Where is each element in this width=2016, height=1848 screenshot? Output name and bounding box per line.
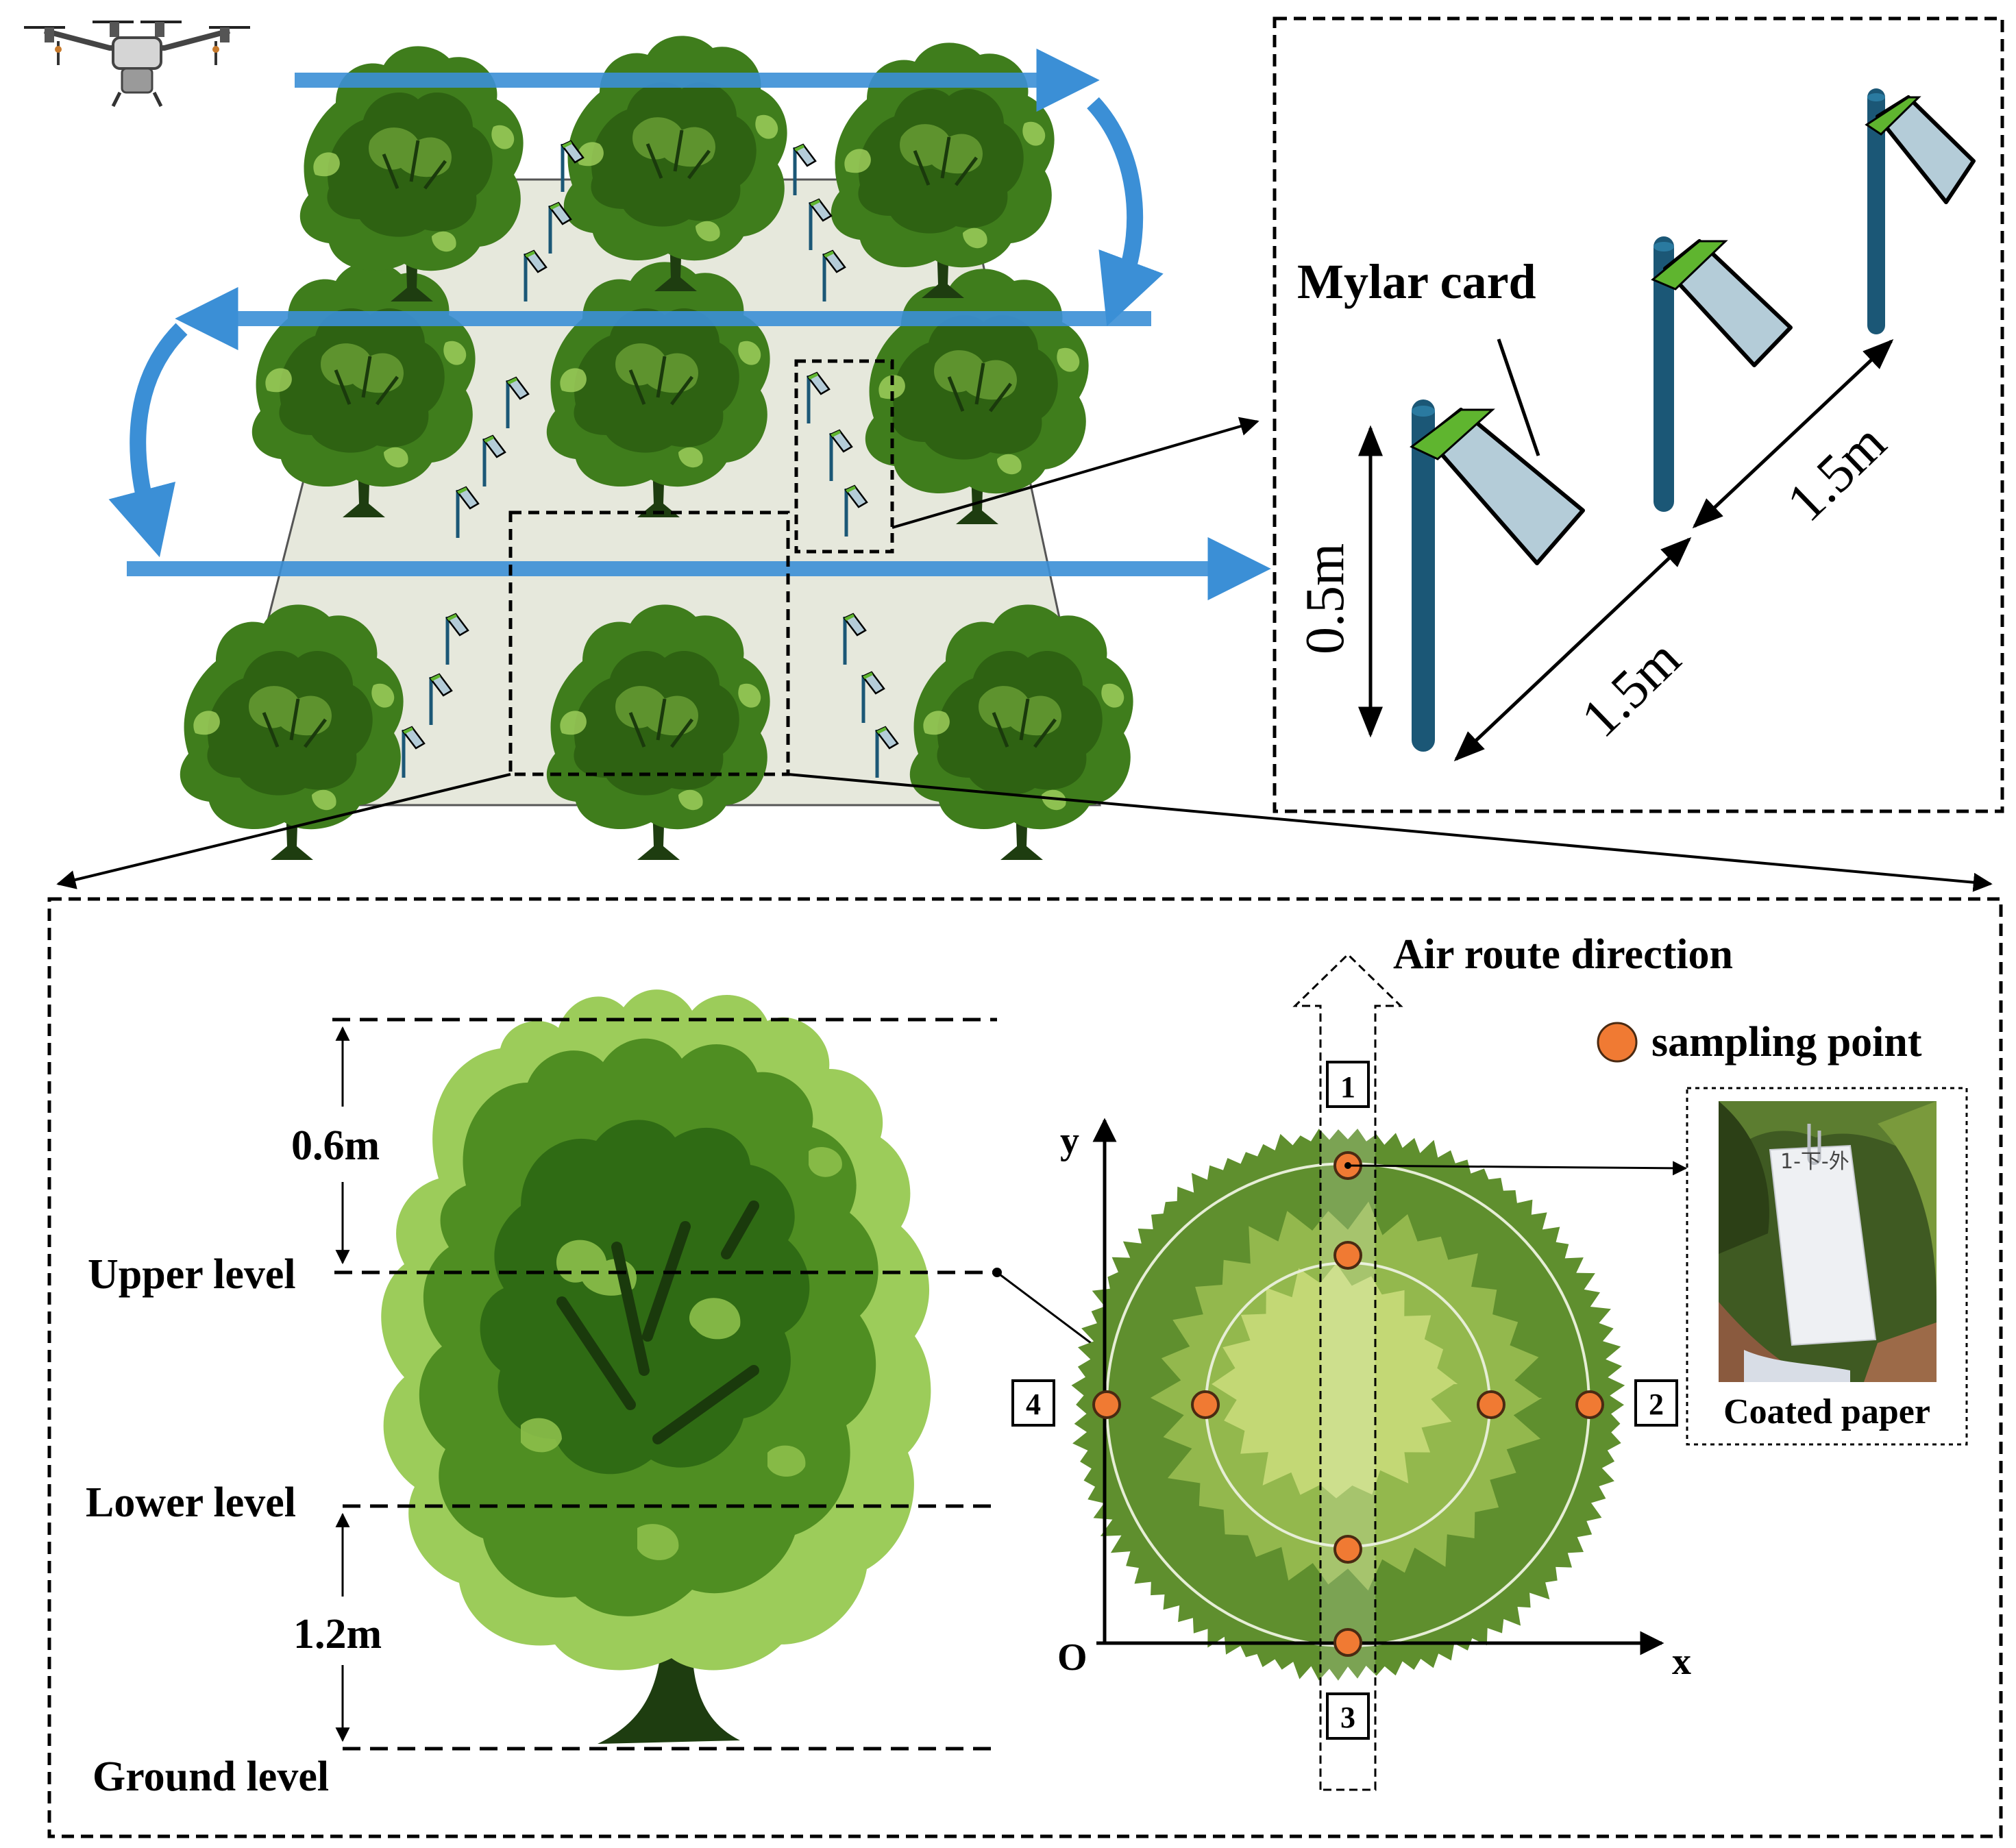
svg-text:2: 2	[1649, 1388, 1664, 1421]
sampling-point	[1191, 1390, 1220, 1419]
flight-route	[108, 48, 1271, 601]
tree-icon	[381, 989, 931, 1744]
sampling-points	[1092, 1151, 1604, 1657]
detail-panel: 0.6m 1.2m Upper level Lower level Ground…	[47, 897, 2003, 1838]
sampling-point	[1333, 1241, 1362, 1270]
coated-paper-inset: 1-下-外 Coated paper	[1686, 1087, 1968, 1446]
drone-icon	[24, 21, 250, 108]
lower-level-label: Lower level	[86, 1479, 296, 1526]
spacing-arrow-back	[1692, 338, 1894, 529]
zoom-box-collectors	[794, 359, 894, 554]
mylar-collector-front	[1410, 399, 1585, 752]
zoom-box-tree	[508, 510, 790, 776]
legend-sampling-point-icon	[1597, 1022, 1638, 1063]
ground-level-label: Ground level	[93, 1753, 329, 1800]
coated-paper-label: Coated paper	[1723, 1392, 1930, 1431]
upper-gap-label: 0.6m	[291, 1122, 380, 1169]
coated-paper-photo: 1-下-外	[1719, 1101, 1937, 1382]
height-label: 0.5m	[1295, 543, 1355, 654]
spacing-label-front: 1.5m	[1570, 628, 1692, 749]
position-marker-1: 1	[1326, 1061, 1370, 1108]
sampling-point	[1575, 1390, 1604, 1419]
coated-paper-pointer	[1347, 1161, 1688, 1176]
upper-level-label: Upper level	[88, 1251, 296, 1298]
connector-left	[56, 773, 511, 889]
sampling-point	[1333, 1535, 1362, 1564]
sampling-point	[1333, 1628, 1362, 1657]
paper-handwriting: 1-下-外	[1780, 1150, 1849, 1174]
tree-row-2	[252, 262, 1089, 524]
orchard-scene	[24, 21, 1271, 860]
mylar-card-label: Mylar card	[1297, 254, 1536, 309]
position-marker-2: 2	[1634, 1379, 1678, 1427]
legend-sampling-point-label: sampling point	[1651, 1019, 1922, 1065]
collector-inset: Mylar card 0.5m 1.5m 1.5m	[1273, 16, 2004, 813]
x-axis-label: x	[1672, 1640, 1691, 1683]
sampling-point	[1092, 1390, 1121, 1419]
spacing-arrow-front	[1453, 537, 1692, 762]
air-route-arrow	[1292, 952, 1403, 1791]
y-axis-label: y	[1060, 1120, 1079, 1162]
svg-text:1: 1	[1340, 1070, 1355, 1104]
legend: sampling point	[1597, 1019, 1922, 1065]
mylar-collector-back	[1865, 88, 1976, 334]
level-connector	[996, 1271, 1106, 1355]
lower-gap-label: 1.2m	[293, 1611, 382, 1658]
origin-label: O	[1057, 1636, 1087, 1679]
sampling-point	[1477, 1390, 1505, 1419]
connector-collectors	[892, 417, 1259, 529]
position-marker-4: 4	[1011, 1379, 1055, 1427]
canopy-top-view	[1071, 1129, 1625, 1681]
connector-right	[787, 773, 1993, 892]
svg-text:4: 4	[1026, 1388, 1041, 1421]
mylar-collector-middle	[1651, 236, 1793, 512]
position-marker-3: 3	[1326, 1692, 1370, 1740]
tree-row-3	[180, 604, 1133, 860]
svg-text:3: 3	[1340, 1701, 1355, 1734]
mylar-card-pointer	[1497, 338, 1540, 456]
air-route-label: Air route direction	[1393, 931, 1733, 978]
